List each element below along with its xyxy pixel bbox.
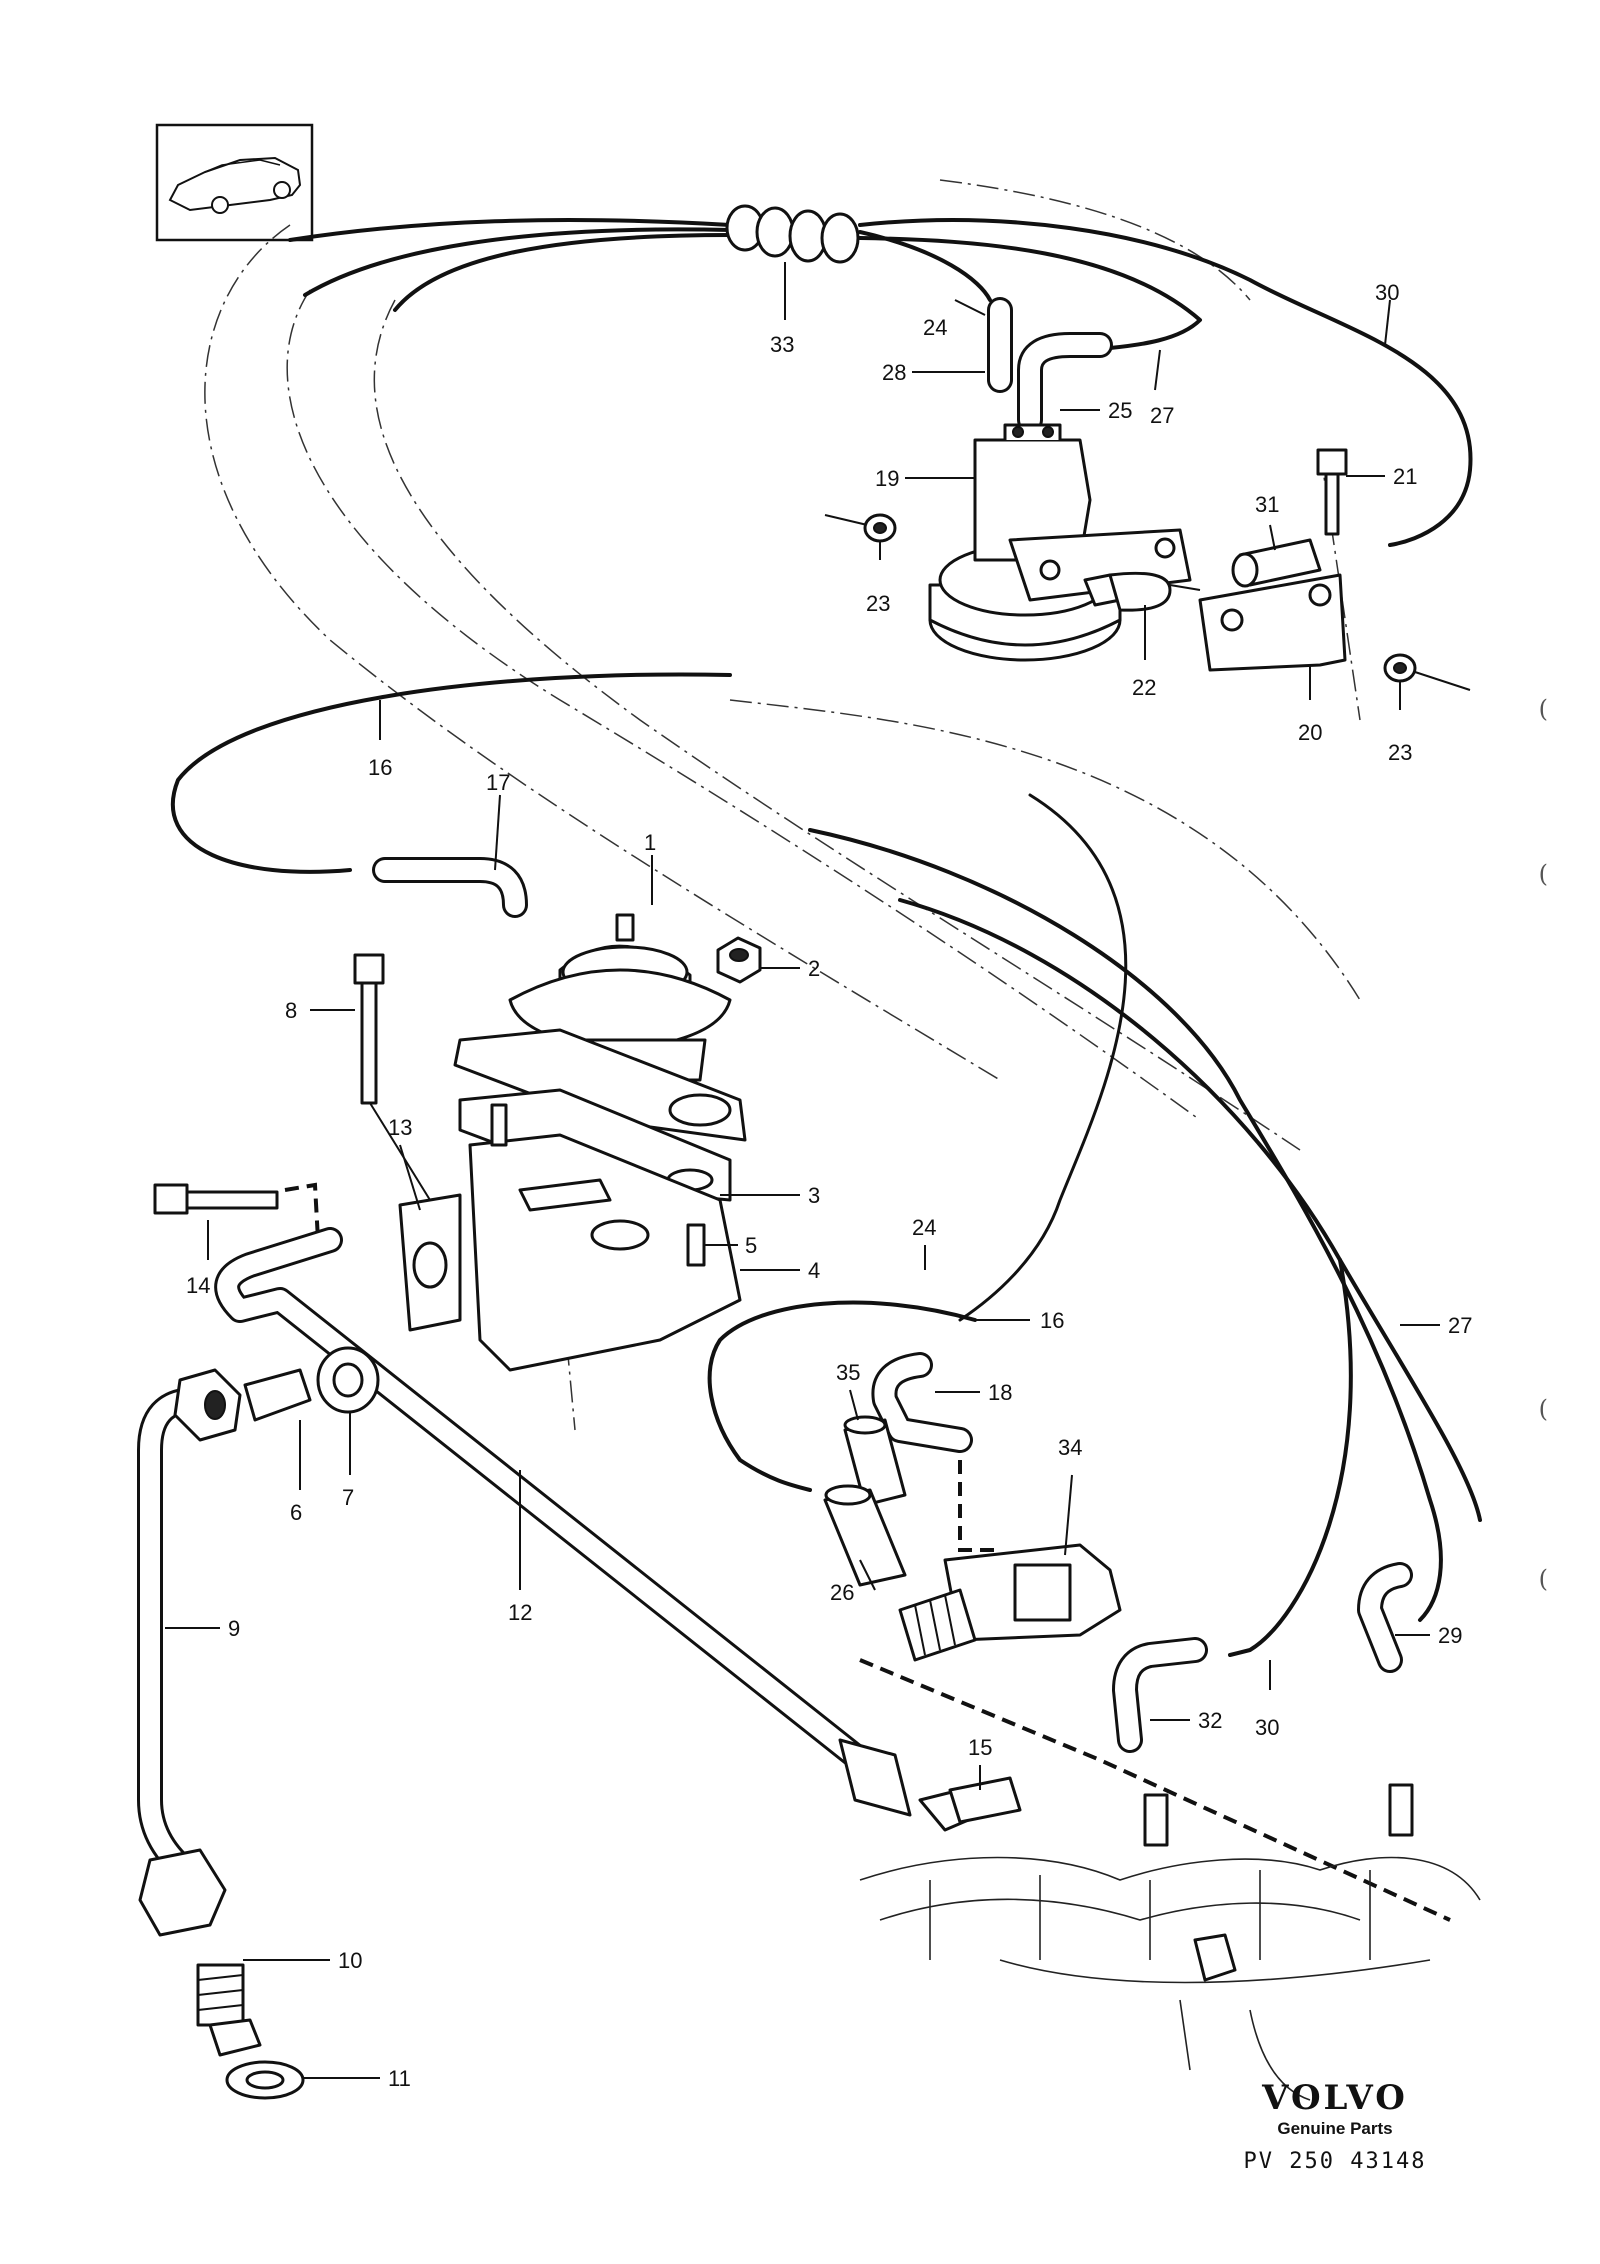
gasket-13 [398, 1193, 462, 1332]
edge-crop-mark: ( [1538, 1565, 1548, 1593]
part-label-16b: 16 [1040, 1308, 1064, 1333]
part-label-1: 1 [644, 830, 656, 855]
part-label-35: 35 [836, 1360, 860, 1385]
part-label-22: 22 [1132, 675, 1156, 700]
elbow-29 [1357, 1562, 1413, 1673]
part-label-5: 5 [745, 1233, 757, 1258]
t-connector [987, 297, 1113, 433]
fitting-10 [196, 1963, 262, 2057]
hose-17-elbow [372, 857, 528, 918]
bolt-14 [153, 1183, 279, 1215]
pipe-9 [137, 1387, 227, 1937]
part-callouts: 1 2 3 4 5 6 7 8 9 10 11 12 13 14 15 16 1 [165, 262, 1472, 2091]
egr-pipe-12 [214, 1227, 912, 1817]
edge-crop-mark: ( [1538, 1395, 1548, 1423]
guide-lines [204, 179, 1361, 1431]
volvo-logo: VOLVO [1262, 2078, 1408, 2118]
edge-crop-mark: ( [1538, 695, 1548, 723]
part-label-29: 29 [1438, 1623, 1462, 1648]
hose-sleeve [725, 204, 860, 264]
part-label-17: 17 [486, 770, 510, 795]
part-label-32: 32 [1198, 1708, 1222, 1733]
part-label-15: 15 [968, 1735, 992, 1760]
spacer-31 [1231, 538, 1322, 588]
valve-34-guide [958, 1460, 1000, 1552]
nut-6 [173, 1368, 312, 1442]
nut-23-lower [1383, 653, 1471, 691]
part-label-9: 9 [228, 1616, 240, 1641]
part-label-25: 25 [1108, 398, 1132, 423]
part-label-14: 14 [186, 1273, 210, 1298]
part-label-27b: 27 [1448, 1313, 1472, 1338]
part-label-30a: 30 [1375, 280, 1399, 305]
bracket-20 [1198, 573, 1347, 672]
brand-block: VOLVO Genuine Parts PV 250 43148 [1220, 2081, 1450, 2174]
part-label-31: 31 [1255, 492, 1279, 517]
flange-4 [468, 1133, 742, 1372]
washer-11 [225, 2060, 305, 2100]
part-label-34: 34 [1058, 1435, 1082, 1460]
part-label-7: 7 [342, 1485, 354, 1510]
part-label-3: 3 [808, 1183, 820, 1208]
part-label-10: 10 [338, 1948, 362, 1973]
engine-intake-outline [859, 1783, 1481, 2101]
bolt-8 [353, 953, 431, 1201]
bolt-14-guide [284, 1182, 320, 1241]
part-label-30b: 30 [1255, 1715, 1279, 1740]
part-label-13: 13 [388, 1115, 412, 1140]
part-label-6: 6 [290, 1500, 302, 1525]
part-label-11: 11 [388, 2066, 411, 2091]
valve-34 [898, 1543, 1122, 1662]
egr-valve [453, 913, 747, 1142]
part-label-19: 19 [875, 466, 899, 491]
part-label-16a: 16 [368, 755, 392, 780]
diagram-reference-code: PV 250 43148 [1243, 2149, 1427, 2174]
part-label-33: 33 [770, 332, 794, 357]
part-label-20: 20 [1298, 720, 1322, 745]
stud-5 [490, 1103, 706, 1267]
part-label-23b: 23 [1388, 740, 1412, 765]
brand-tagline: Genuine Parts [1277, 2119, 1393, 2138]
part-label-4: 4 [808, 1258, 820, 1283]
bolt-21 [1316, 448, 1348, 536]
part-label-18: 18 [988, 1380, 1012, 1405]
washer-7 [316, 1346, 380, 1414]
vacuum-hose-bundle [288, 218, 1473, 547]
nut-23-upper [824, 513, 897, 543]
part-label-27a: 27 [1150, 403, 1174, 428]
part-label-2: 2 [808, 956, 820, 981]
fitting-15 [918, 1776, 1022, 1832]
elbow-32 [1112, 1637, 1208, 1753]
sleeve-35 [843, 1415, 907, 1507]
part-label-24b: 24 [912, 1215, 936, 1240]
part-label-12: 12 [508, 1600, 532, 1625]
part-label-28: 28 [882, 360, 906, 385]
stud-22 [1083, 571, 1201, 612]
part-label-23a: 23 [866, 591, 890, 616]
sleeve-26 [823, 1484, 907, 1587]
hose-16-loop [170, 672, 1128, 1322]
solenoid-valve [928, 423, 1192, 662]
part-label-26: 26 [830, 1580, 854, 1605]
part-label-21: 21 [1393, 464, 1417, 489]
hoses-lower [707, 828, 1482, 1657]
edge-crop-mark: ( [1538, 860, 1548, 888]
part-label-24a: 24 [923, 315, 947, 340]
part-label-8: 8 [285, 998, 297, 1023]
elbow-18 [871, 1352, 973, 1453]
car-silhouette-icon [155, 123, 314, 242]
nut-2 [716, 936, 762, 984]
